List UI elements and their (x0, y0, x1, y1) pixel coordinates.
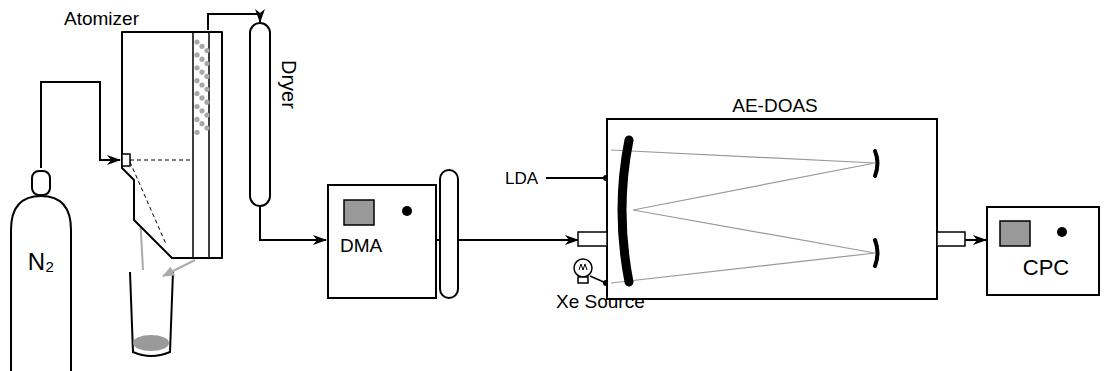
flow-connector (260, 207, 326, 240)
xe-lamp (574, 259, 609, 286)
liquid-return-arrow (163, 260, 195, 276)
node-outline (120, 30, 224, 260)
part-label: LDA (505, 170, 538, 187)
dryer-tube: Dryer (249, 22, 271, 207)
gas-cylinder: N₂ (6, 168, 76, 371)
node-label: Dryer (279, 60, 299, 109)
node-outline (249, 22, 271, 207)
atomizer-housing: Atomizer (120, 30, 224, 260)
node-outline (986, 206, 1100, 296)
node-label: CPC (1023, 257, 1069, 279)
ae-doas-cell: AE-DOAS (575, 118, 968, 300)
dma-instrument: DMA (326, 168, 462, 300)
node-label: Atomizer (64, 9, 139, 28)
node-outline (326, 168, 462, 300)
flow-connector (458, 239, 578, 241)
part-label: Xe Source (556, 292, 645, 311)
beaker (130, 272, 173, 356)
flow-connector (965, 239, 986, 241)
flow-connector (41, 82, 120, 168)
node-outline (575, 118, 968, 300)
node-label: N₂ (28, 250, 55, 274)
node-label: AE-DOAS (732, 96, 818, 115)
lda-lead (546, 177, 603, 179)
node-label: DMA (340, 236, 382, 255)
cpc-instrument: CPC (986, 206, 1100, 296)
